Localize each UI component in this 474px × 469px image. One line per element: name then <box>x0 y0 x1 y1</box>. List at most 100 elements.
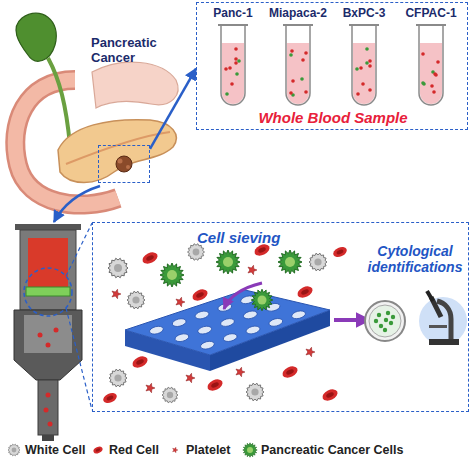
red-cell <box>206 377 225 393</box>
identification-step: Cytological identifications <box>361 243 469 355</box>
red-cell-center <box>195 291 204 298</box>
zoom-line <box>66 223 92 276</box>
microscope-base <box>429 339 459 345</box>
red-cell-body <box>102 391 119 405</box>
blood-cell-dot <box>365 61 369 65</box>
filter-device <box>14 223 92 441</box>
platelet-cell <box>176 297 185 307</box>
red-cell-body <box>141 250 160 266</box>
white-cell-body <box>309 253 327 271</box>
cancer-cell-dot <box>374 319 378 323</box>
red-cell <box>131 354 150 370</box>
white-cell-body <box>109 369 127 387</box>
test-tube: CFPAC-1 <box>399 7 463 107</box>
platelet-body <box>176 297 185 307</box>
cancer-cell-nucleus <box>167 270 177 280</box>
white-cell <box>162 387 178 403</box>
sieving-arrow <box>224 283 262 309</box>
pancreas-illustration <box>15 13 178 222</box>
platelet-cell <box>146 383 155 393</box>
sieve-hole <box>243 310 258 320</box>
cancer-cell-body <box>251 289 273 311</box>
blood-cell-dot <box>368 64 372 68</box>
cell-line-label: Panc-1 <box>189 7 277 21</box>
cancer-cell-body <box>278 250 302 274</box>
step-label: Cytological identifications <box>359 243 471 275</box>
legend-label: Red Cell <box>109 443 159 457</box>
blood-cell-dot <box>234 47 238 51</box>
red-cell <box>102 391 119 405</box>
blood-cell-dot <box>361 82 365 86</box>
red-cell-body <box>206 377 225 393</box>
device-barrel <box>20 230 76 310</box>
white-cell-body <box>127 291 145 309</box>
nozzle-tip <box>42 435 54 441</box>
blood-cell-dot <box>235 72 239 76</box>
blood-cell-dot <box>356 92 360 96</box>
zoom-circle <box>24 268 72 316</box>
tube-rim <box>349 24 379 26</box>
blood-cell-dot <box>421 81 425 85</box>
sieve-hole <box>197 325 212 335</box>
platelet-cell <box>173 447 178 453</box>
blood-cell-dot <box>368 59 372 63</box>
white-cell-body <box>8 444 20 456</box>
microscope-eyepiece <box>427 291 433 301</box>
gallbladder-shape <box>16 13 56 61</box>
blood-drop <box>44 408 49 413</box>
dish-and-microscope <box>361 283 469 355</box>
cancer-cell-nucleus <box>223 257 233 267</box>
cancer-cell <box>278 250 302 274</box>
blood-cell-dot <box>355 67 359 71</box>
curved-arrow <box>54 186 100 222</box>
blood-cell-dot <box>433 72 437 76</box>
white-cell <box>188 244 205 261</box>
pancreas-shape <box>58 120 176 183</box>
white-cell-nucleus <box>314 258 321 265</box>
white-cell <box>8 444 20 456</box>
red-cell <box>321 387 340 403</box>
cancer-cell-nucleus <box>258 296 267 305</box>
red-cell <box>191 287 210 303</box>
zoom-line <box>66 308 92 410</box>
sieve-hole <box>268 317 283 327</box>
blood-cell-dot <box>234 61 238 65</box>
legend-label: White Cell <box>25 443 85 457</box>
cancer-cell-dot <box>384 318 388 322</box>
legend-item: Red Cell <box>90 441 159 459</box>
platelet-cell <box>248 265 257 275</box>
test-tube: Panc-1 <box>201 7 265 107</box>
white-cell-body <box>188 244 205 261</box>
white-cell-nucleus <box>193 249 200 256</box>
legend-item: White Cell <box>6 441 85 459</box>
platelet-body <box>173 447 178 453</box>
red-cell-body <box>332 245 349 259</box>
red-cell <box>141 250 160 266</box>
device-housing <box>14 310 82 380</box>
sieve-hole <box>223 332 238 342</box>
tube-outline <box>286 25 310 105</box>
cell-line-label: CFPAC-1 <box>387 7 474 21</box>
red-cell <box>281 364 300 380</box>
red-cell-center <box>300 288 309 295</box>
sieving-panel: Cell sievingCytological identifications <box>92 222 469 412</box>
cancer-cell-dot <box>377 313 381 317</box>
platelet-cell <box>236 367 245 377</box>
blood-cell-dot <box>304 51 308 55</box>
tumor-spot <box>126 165 130 169</box>
white-cell <box>127 291 145 309</box>
platelet-body <box>236 367 245 377</box>
legend-swatch <box>6 441 22 459</box>
cancer-cell-body <box>160 263 184 287</box>
panel-title: Cell sieving <box>197 229 337 246</box>
panel-title: Whole Blood Sample <box>197 109 469 126</box>
white-cell-body <box>108 258 128 278</box>
white-cell <box>309 253 327 271</box>
cancer-cell <box>251 289 273 311</box>
legend-item: Pancreatic Cancer Cells <box>242 441 403 459</box>
white-cell-nucleus <box>12 448 17 453</box>
blood-drop <box>48 422 53 427</box>
blood-drop <box>46 343 51 348</box>
red-cell <box>92 445 103 454</box>
